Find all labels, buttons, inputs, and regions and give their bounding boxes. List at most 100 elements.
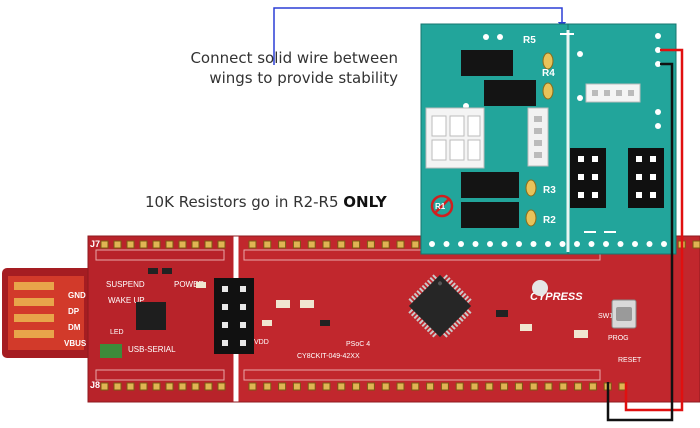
header-j8-label: J8 bbox=[90, 380, 100, 390]
header-pin bbox=[396, 382, 405, 391]
header-pin bbox=[217, 240, 226, 249]
chip-pin bbox=[426, 279, 432, 285]
header-pin bbox=[440, 382, 449, 391]
header-pin bbox=[139, 382, 148, 391]
header-pin bbox=[426, 382, 435, 391]
shield-pad bbox=[443, 241, 450, 247]
header-pin bbox=[165, 240, 174, 249]
header-pin bbox=[278, 240, 287, 249]
chip-pin bbox=[421, 284, 427, 290]
header-pin bbox=[381, 382, 390, 391]
wake-up-label: WAKE UP bbox=[108, 296, 145, 305]
header-pin bbox=[485, 382, 494, 391]
shield-pad bbox=[646, 241, 653, 247]
header-pin bbox=[574, 382, 583, 391]
header-pin bbox=[152, 240, 161, 249]
shield-label-r2: R2 bbox=[543, 215, 556, 226]
header-pin bbox=[204, 240, 213, 249]
chip-pin bbox=[421, 322, 427, 327]
psoc-chip bbox=[408, 274, 472, 338]
header-pin bbox=[366, 240, 375, 249]
header-pin bbox=[366, 382, 375, 391]
vdd-label: VDD bbox=[254, 339, 269, 346]
shield-pad bbox=[661, 241, 667, 247]
shield-pad bbox=[429, 241, 435, 247]
shield-pad bbox=[617, 241, 624, 247]
shield-bottom-pads bbox=[429, 241, 667, 247]
shield-label-r4: R4 bbox=[542, 68, 555, 79]
usb-pin-gnd-label: GND bbox=[68, 291, 86, 300]
header-pin bbox=[248, 382, 257, 391]
chip-pin bbox=[424, 324, 430, 330]
header-pin bbox=[292, 382, 301, 391]
board-components bbox=[100, 268, 588, 358]
chip-pin bbox=[456, 287, 462, 293]
header-pin bbox=[217, 382, 226, 391]
header-pin bbox=[337, 240, 346, 249]
chip-pin bbox=[461, 292, 467, 298]
shield-board bbox=[420, 23, 677, 255]
header-pin bbox=[100, 382, 109, 391]
shield-pad bbox=[501, 241, 508, 247]
shield-pad bbox=[487, 241, 493, 247]
header-pin bbox=[248, 240, 257, 249]
chip-pin bbox=[429, 276, 435, 282]
shield-pad bbox=[588, 241, 595, 247]
chip-pin bbox=[424, 282, 430, 288]
header-j7-label: J7 bbox=[90, 239, 100, 249]
chip-pin bbox=[410, 311, 416, 317]
header-pin bbox=[263, 382, 272, 391]
wire-note-line-1: Connect solid wire between bbox=[190, 49, 398, 67]
chip-pin bbox=[416, 316, 422, 322]
chip-pin bbox=[413, 314, 419, 320]
model-label: CY8CKIT-049-42XX bbox=[297, 353, 360, 360]
header-pin bbox=[692, 240, 700, 249]
shield-pad bbox=[472, 241, 479, 247]
shield-label-r1: R1 bbox=[435, 202, 446, 211]
chip-pin bbox=[411, 295, 417, 301]
header-pin bbox=[126, 240, 135, 249]
chip-pin bbox=[443, 274, 448, 280]
header-pin bbox=[263, 240, 272, 249]
reset-label: RESET bbox=[618, 357, 642, 364]
header-pin bbox=[152, 382, 161, 391]
chip-pin bbox=[463, 311, 469, 317]
prog-label: PROG bbox=[608, 335, 629, 342]
chip-pin bbox=[408, 298, 414, 303]
header-pin bbox=[100, 240, 109, 249]
shield-label-r5: R5 bbox=[523, 35, 536, 46]
red-wire bbox=[624, 48, 684, 412]
header-pin bbox=[500, 382, 509, 391]
usb-connector bbox=[2, 268, 94, 358]
header-pin bbox=[352, 382, 361, 391]
chip-pin bbox=[450, 324, 456, 330]
header-pin bbox=[191, 382, 200, 391]
shield-pad bbox=[530, 241, 537, 247]
header-pin bbox=[322, 382, 331, 391]
chip-pin bbox=[418, 319, 424, 325]
resistor-note: 10K Resistors go in R2-R5 ONLY bbox=[145, 192, 387, 212]
chip-pin bbox=[466, 309, 472, 314]
chip-pin bbox=[453, 285, 459, 290]
usb-pin-dp-label: DP bbox=[68, 307, 80, 316]
header-pin bbox=[307, 240, 316, 249]
chip-pin bbox=[426, 327, 432, 333]
header-pin bbox=[514, 382, 523, 391]
header-pin bbox=[352, 240, 361, 249]
chip-pin bbox=[456, 319, 461, 325]
chip-pin bbox=[448, 327, 454, 333]
chip-pin bbox=[408, 308, 414, 314]
wire-stability-note: Connect solid wire between wings to prov… bbox=[168, 48, 398, 88]
black-wire bbox=[606, 62, 674, 422]
chip-pin bbox=[413, 292, 419, 298]
header-pin bbox=[139, 240, 148, 249]
header-pin bbox=[165, 382, 174, 391]
chip-pin bbox=[429, 329, 435, 335]
header-pin bbox=[544, 382, 553, 391]
led-label: LED bbox=[110, 329, 124, 336]
header-pin bbox=[322, 240, 331, 249]
resistor-note-emphasis: ONLY bbox=[343, 193, 387, 211]
header-pin bbox=[337, 382, 346, 391]
shield-pad bbox=[603, 241, 609, 247]
